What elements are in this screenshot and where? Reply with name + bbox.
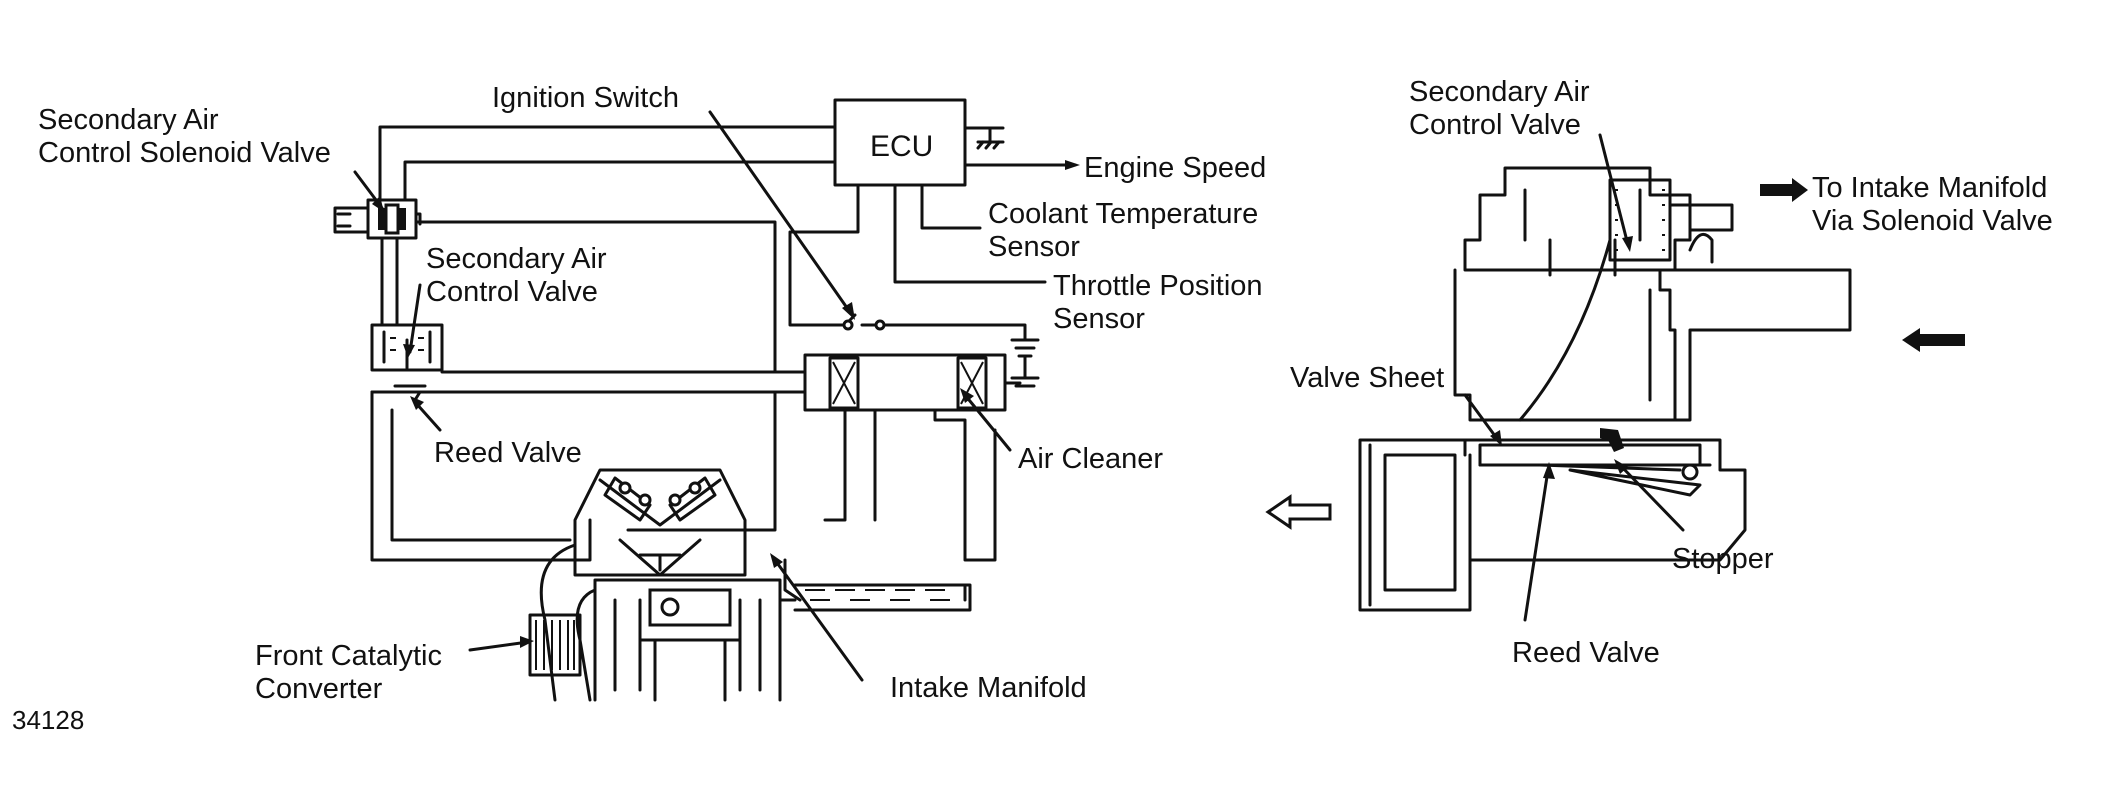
- solenoid-to-control-valve-line: [380, 236, 399, 327]
- right-valve-cross-section: [1265, 133, 1965, 622]
- label-stopper: Stopper: [1672, 543, 1774, 575]
- arrowhead-ignition: [842, 302, 855, 320]
- arrowhead-valve-sheet: [1490, 430, 1502, 446]
- label-intake-manifold: Intake Manifold: [890, 672, 1087, 704]
- diaphragm-link: [1518, 238, 1612, 422]
- ecu-ground-symbol: [963, 126, 1005, 150]
- ecu-to-solenoid-wire-top: [378, 125, 837, 202]
- arrowhead-control-valve-right: [1622, 236, 1633, 252]
- inlet-port: [1368, 443, 1472, 607]
- carburetor-body: [823, 408, 997, 602]
- coolant-sensor-lead: [920, 183, 982, 230]
- label-air-cleaner: Air Cleaner: [1018, 443, 1164, 475]
- label-ecu: ECU: [870, 130, 934, 163]
- label-coolant-temperature-sensor: Coolant Temperature Sensor: [988, 198, 1259, 263]
- ecu-to-ignition-wire: [788, 183, 860, 327]
- arrowhead-control-valve-left: [403, 344, 415, 358]
- ecu-to-solenoid-wire-mid: [403, 160, 837, 202]
- engine-block: [593, 558, 802, 702]
- ignition-switch: [842, 313, 1040, 388]
- hose-vertical-right: [626, 390, 777, 532]
- label-engine-speed: Engine Speed: [1084, 152, 1267, 184]
- flow-arrow-in-right: [1902, 328, 1965, 352]
- label-ignition-switch: Ignition Switch: [492, 82, 679, 114]
- solenoid-hose: [414, 220, 777, 374]
- figure-id: 34128: [12, 705, 85, 735]
- left-schematic: [333, 98, 1080, 702]
- label-reed-valve-right: Reed Valve: [1512, 637, 1660, 669]
- stopper-screw: [1681, 463, 1699, 481]
- fuel-level: [805, 589, 950, 601]
- control-valve-inner: [1523, 188, 1677, 422]
- diaphragm-chamber: [1608, 178, 1672, 262]
- label-front-catalytic-converter: Front Catalytic Converter: [255, 640, 442, 705]
- arrow-reed-valve-right: [1523, 468, 1550, 622]
- secondary-air-control-solenoid-valve: [333, 198, 422, 240]
- arrowhead-air-cleaner: [960, 388, 974, 403]
- arrowhead-engine-speed: [1065, 160, 1080, 170]
- arrowhead-stopper: [1614, 459, 1628, 474]
- flow-arrow-out-left: [1265, 494, 1332, 530]
- arrowhead-intake-manifold: [770, 553, 783, 568]
- arrow-control-valve-left: [408, 283, 422, 354]
- label-throttle-position-sensor: Throttle Position Sensor: [1053, 270, 1263, 335]
- throttle-sensor-lead: [893, 183, 1047, 284]
- hose-bend: [1688, 232, 1714, 264]
- stopper: [1568, 468, 1702, 497]
- arrow-catalytic-converter: [468, 640, 530, 652]
- label-secondary-air-control-solenoid-valve: Secondary Air Control Solenoid Valve: [38, 104, 331, 169]
- arrowhead-reed-valve-right: [1543, 462, 1555, 479]
- arrow-control-valve-right: [1598, 133, 1630, 247]
- label-valve-sheet: Valve Sheet: [1290, 362, 1445, 394]
- arrow-air-cleaner: [963, 393, 1012, 452]
- secondary-air-pipe: [370, 390, 592, 562]
- arrow-intake-manifold: [773, 558, 864, 682]
- front-catalytic-converter: [528, 613, 582, 677]
- arrow-valve-sheet: [1463, 393, 1500, 442]
- arrow-ignition-switch: [708, 110, 854, 317]
- arrowhead-reed-valve-left: [410, 396, 424, 410]
- label-reed-valve-left: Reed Valve: [434, 437, 582, 469]
- stopper-bracket: [1600, 428, 1624, 452]
- control-valve-lower-body: [1358, 438, 1747, 612]
- reed-valve-left: [393, 384, 427, 402]
- arrowhead-solenoid: [372, 196, 384, 212]
- arrow-stopper: [1618, 463, 1685, 532]
- reed-valve-plate: [1538, 463, 1682, 472]
- label-secondary-air-control-valve-left: Secondary Air Control Valve: [426, 243, 607, 308]
- fuel-bowl: [793, 583, 972, 612]
- outlet-pipe: [1668, 203, 1734, 232]
- flow-arrowhead-outlet: [1760, 178, 1808, 202]
- control-valve-upper-body: [1453, 166, 1852, 422]
- air-cleaner-unit: [803, 353, 1022, 412]
- arrowhead-catalytic-converter: [520, 636, 534, 648]
- label-to-intake-manifold: To Intake Manifold Via Solenoid Valve: [1812, 172, 2053, 237]
- ecu-box: [833, 98, 967, 187]
- engine-cylinder-head: [573, 468, 747, 577]
- label-secondary-air-control-valve-right: Secondary Air Control Valve: [1409, 76, 1590, 141]
